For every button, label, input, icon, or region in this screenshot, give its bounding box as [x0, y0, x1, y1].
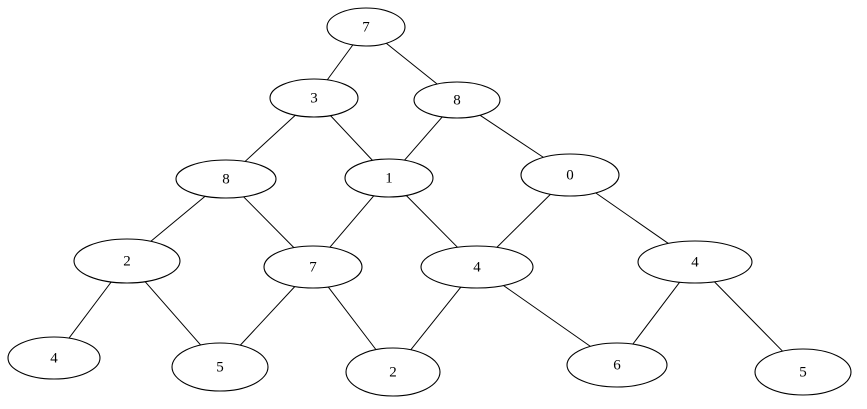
graph-node[interactable]: 2 — [345, 347, 441, 397]
graph-node[interactable]: 5 — [171, 342, 269, 392]
node-ellipse[interactable] — [171, 342, 269, 392]
graph-node[interactable]: 2 — [73, 238, 181, 284]
graph-edge — [239, 286, 296, 346]
graph-node[interactable]: 3 — [269, 78, 359, 118]
graph-node[interactable]: 8 — [413, 81, 501, 119]
graph-edge — [632, 281, 681, 345]
graph-edge — [327, 286, 377, 350]
node-ellipse[interactable] — [263, 245, 363, 289]
node-ellipse[interactable] — [175, 159, 277, 199]
graph-edge — [404, 116, 443, 161]
node-ellipse[interactable] — [637, 240, 753, 284]
node-label: 4 — [50, 350, 58, 366]
node-label: 5 — [799, 364, 807, 380]
graph-edge — [144, 281, 202, 346]
graph-edge — [329, 195, 375, 248]
graph-edge — [243, 196, 295, 249]
node-ellipse[interactable] — [754, 348, 852, 396]
graph-edge — [68, 281, 112, 339]
node-label: 0 — [566, 167, 574, 183]
graph-edge — [385, 42, 438, 85]
graph-edge — [410, 286, 462, 351]
graph-edge — [326, 44, 354, 81]
graph-node[interactable]: 5 — [754, 348, 852, 396]
graph-node[interactable]: 7 — [263, 245, 363, 289]
node-label: 4 — [473, 259, 481, 275]
graph-node[interactable]: 7 — [326, 7, 406, 47]
node-ellipse[interactable] — [420, 245, 534, 289]
node-label: 2 — [123, 253, 131, 269]
graph-edge — [503, 285, 591, 347]
node-label: 8 — [453, 92, 461, 108]
node-label: 2 — [389, 364, 397, 380]
node-label: 7 — [309, 259, 317, 275]
graph-edge — [479, 114, 544, 158]
graph-node[interactable]: 4 — [7, 336, 101, 380]
node-ellipse[interactable] — [269, 78, 359, 118]
graph-edge — [714, 281, 783, 352]
graph-edge — [330, 115, 373, 161]
node-ellipse[interactable] — [520, 153, 620, 197]
node-label: 1 — [385, 170, 393, 186]
node-label: 8 — [222, 171, 230, 187]
node-label: 3 — [310, 90, 318, 106]
node-ellipse[interactable] — [345, 347, 441, 397]
node-ellipse[interactable] — [344, 158, 434, 198]
node-ellipse[interactable] — [326, 7, 406, 47]
graph-node[interactable]: 1 — [344, 158, 434, 198]
graph-edge — [244, 114, 296, 162]
graph-node[interactable]: 6 — [566, 342, 668, 388]
nodes-layer: 7 3 8 8 1 0 2 7 4 4 4 5 2 6 5 — [7, 7, 852, 397]
edges-layer — [68, 42, 783, 352]
node-ellipse[interactable] — [413, 81, 501, 119]
graph-node[interactable]: 4 — [637, 240, 753, 284]
node-label: 6 — [613, 357, 621, 373]
graph-edge — [405, 195, 458, 248]
node-label: 7 — [362, 19, 370, 35]
node-ellipse[interactable] — [7, 336, 101, 380]
graph-node[interactable]: 0 — [520, 153, 620, 197]
graph-node[interactable]: 4 — [420, 245, 534, 289]
graph-edge — [595, 192, 669, 244]
graph-node[interactable]: 8 — [175, 159, 277, 199]
graph-edge — [496, 193, 551, 248]
node-label: 4 — [691, 254, 699, 270]
node-ellipse[interactable] — [73, 238, 181, 284]
node-ellipse[interactable] — [566, 342, 668, 388]
graph-edge — [150, 195, 206, 242]
node-label: 5 — [216, 359, 224, 375]
